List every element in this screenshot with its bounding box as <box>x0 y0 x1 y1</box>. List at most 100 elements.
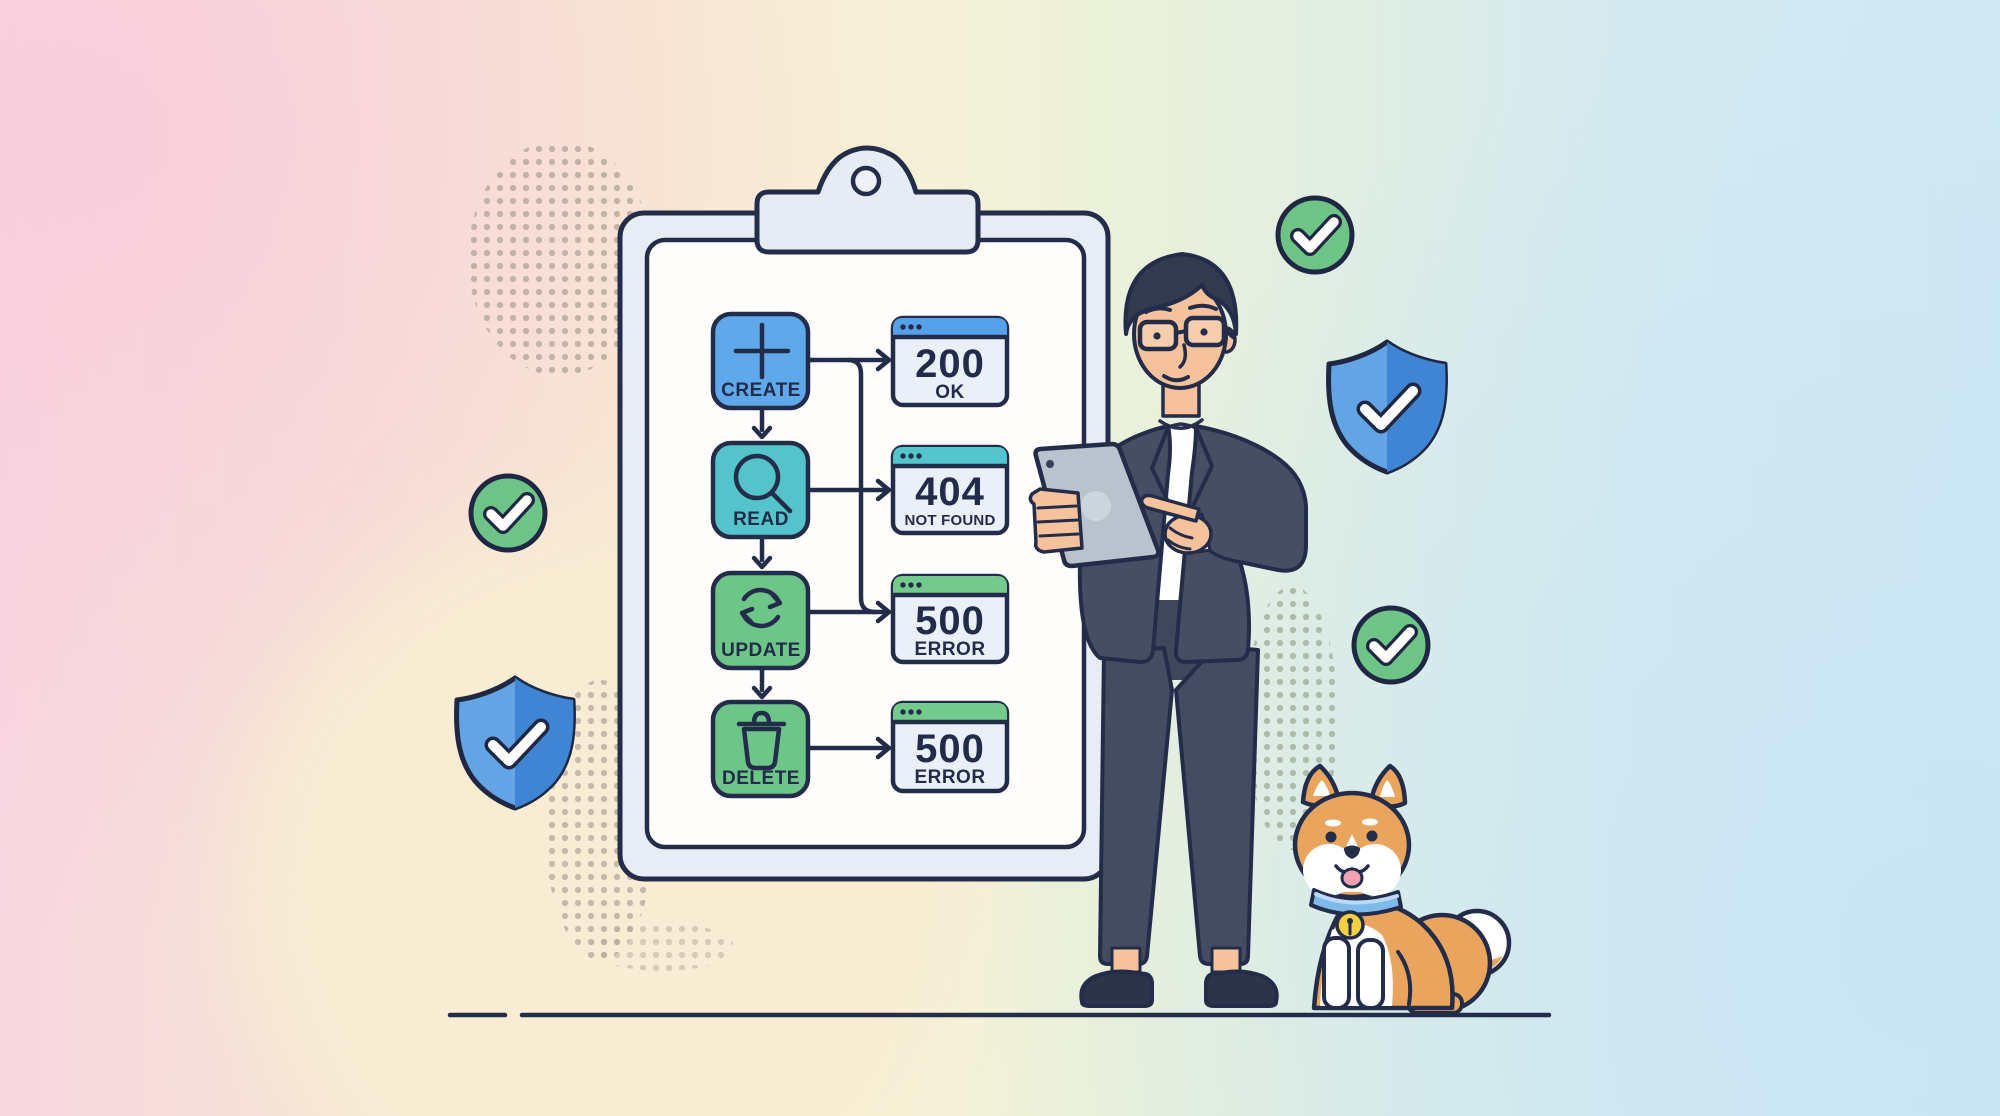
left-eye <box>1153 332 1161 340</box>
window-dots-icon <box>900 324 922 330</box>
status-label: ERROR <box>914 767 985 788</box>
dog-head <box>1292 763 1412 900</box>
dog-eye-left <box>1325 831 1337 843</box>
dog-illustration <box>1292 763 1512 1015</box>
index-finger <box>1139 493 1201 523</box>
arrow-right-icon <box>875 600 892 624</box>
crud-operation-delete: DELETE <box>710 699 811 799</box>
dog-front-leg-right <box>1356 938 1385 1010</box>
dog-tongue <box>1340 867 1364 889</box>
window-titlebar <box>893 576 1007 594</box>
status-code: 500 <box>915 727 985 771</box>
clip-hole <box>850 165 882 197</box>
check-icon <box>1369 627 1415 663</box>
crud-operation-create: CREATE <box>710 311 811 411</box>
halftone-patch-top-left <box>468 140 652 376</box>
trash-icon <box>736 710 787 771</box>
dog-leg-crease <box>1396 950 1413 1006</box>
dog-ear-inner-right <box>1380 780 1395 797</box>
plus-icon <box>733 322 791 380</box>
dog-bell <box>1335 910 1365 940</box>
right-shoe <box>1204 969 1279 1008</box>
status-label: OK <box>935 382 965 403</box>
dog-brow-left <box>1325 819 1341 827</box>
arrow-down-icon <box>751 685 773 700</box>
check-icon <box>486 495 532 531</box>
window-titlebar <box>893 703 1007 721</box>
right-leg <box>1174 644 1260 966</box>
dog-nose <box>1344 845 1360 859</box>
update-label: UPDATE <box>721 640 801 661</box>
arrow-right-icon <box>875 736 892 760</box>
halftone-patch-ground <box>590 923 734 971</box>
left-ankle <box>1110 946 1142 974</box>
left-eyebrow <box>1144 306 1172 314</box>
check-badge-left <box>468 473 548 553</box>
nose <box>1178 343 1188 369</box>
dog-eye-right <box>1366 830 1378 842</box>
read-label: READ <box>733 509 789 530</box>
tablet-logo-icon <box>1081 491 1111 521</box>
delete-label: DELETE <box>722 768 800 789</box>
knuckle-lines <box>1166 526 1194 551</box>
window-dots-icon <box>900 582 922 588</box>
man-illustration <box>1028 252 1308 1008</box>
right-eyebrow <box>1188 303 1218 311</box>
status-window-200: 200 OK <box>890 315 1010 408</box>
left-leg <box>1098 646 1174 966</box>
check-badge-top-right <box>1275 195 1355 275</box>
tablet-camera-icon <box>1046 460 1054 468</box>
dog-brow-right <box>1362 818 1378 826</box>
shirt-collar <box>1158 418 1204 430</box>
crud-operation-update: UPDATE <box>710 570 811 671</box>
window-titlebar <box>893 318 1007 336</box>
shield-badge-right <box>1326 339 1448 475</box>
dog-front-leg-left <box>1322 936 1351 1010</box>
jacket-right-panel <box>1173 424 1308 664</box>
status-label: ERROR <box>914 639 985 660</box>
clipboard-clip <box>754 145 981 255</box>
create-label: CREATE <box>721 380 801 401</box>
right-hand-pointing <box>1139 493 1213 555</box>
right-eye <box>1200 328 1208 336</box>
check-icon <box>488 722 546 766</box>
smile <box>1162 374 1190 383</box>
left-hand <box>1028 487 1084 554</box>
arrow-right-icon <box>875 478 892 502</box>
left-lapel <box>1150 428 1172 508</box>
crud-operation-read: READ <box>710 440 811 540</box>
status-code: 500 <box>915 599 985 643</box>
check-icon <box>1360 386 1418 430</box>
window-dots-icon <box>900 453 922 459</box>
window-dots-icon <box>900 709 922 715</box>
dog-ear-inner-left <box>1313 780 1330 796</box>
arrow-right-icon <box>875 348 892 372</box>
shield-shade <box>1387 342 1446 472</box>
right-ankle <box>1210 946 1242 974</box>
check-badge-mid-right <box>1351 605 1431 685</box>
status-window-500-bottom: 500 ERROR <box>890 700 1010 794</box>
left-shoe <box>1079 969 1154 1008</box>
branch-connector <box>845 357 878 615</box>
flow-connectors <box>751 348 892 760</box>
status-window-500-top: 500 ERROR <box>890 573 1010 665</box>
shield-badge-left <box>454 675 576 811</box>
status-window-404: 404 NOT FOUND <box>890 444 1010 536</box>
shield-shade <box>515 678 574 808</box>
magnifier-icon <box>733 453 793 514</box>
arrow-down-icon <box>751 555 773 570</box>
check-icon <box>1293 217 1339 253</box>
update-box <box>710 570 811 671</box>
finger-lines <box>1036 504 1080 538</box>
status-code: 200 <box>915 342 985 386</box>
right-lapel <box>1192 428 1214 506</box>
dog-collar-highlight <box>1314 892 1399 905</box>
status-label: NOT FOUND <box>905 512 996 529</box>
arrow-down-icon <box>751 425 773 440</box>
refresh-icon <box>739 587 783 629</box>
hair <box>1123 252 1239 336</box>
glasses-icon <box>1137 315 1235 352</box>
status-code: 404 <box>915 470 985 514</box>
